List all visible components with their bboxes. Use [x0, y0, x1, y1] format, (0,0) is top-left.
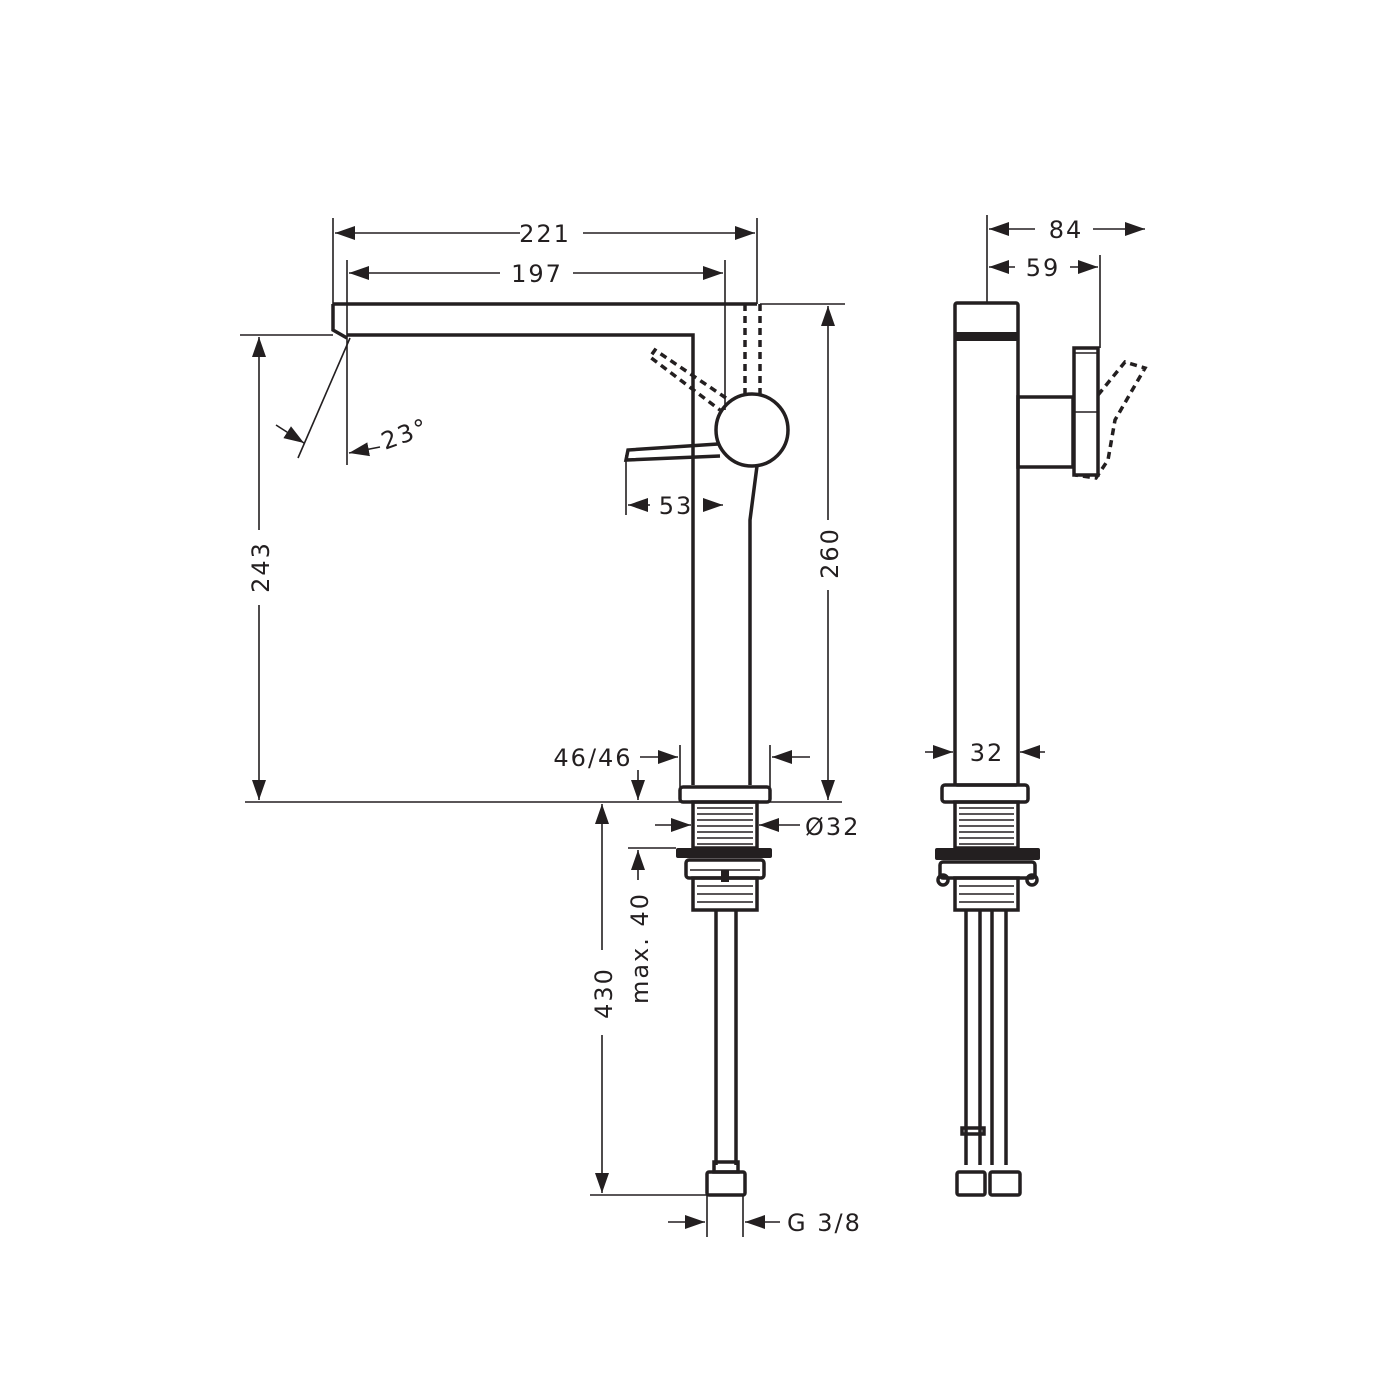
dim-53: 53: [659, 492, 694, 520]
lever-cartridge: [714, 392, 790, 468]
dim-59: 59: [1026, 254, 1061, 282]
dim-23-degrees: 23°: [377, 413, 432, 456]
dim-260: 260: [816, 527, 844, 579]
thread-lines: [697, 807, 753, 845]
dim-max-40: max. 40: [626, 892, 654, 1004]
front-view-faucet: [331, 302, 790, 1197]
side-view-dimensions: 84 59 32: [925, 215, 1145, 767]
dim-430: 430: [590, 967, 618, 1019]
dim-197: 197: [511, 260, 563, 288]
dim-221: 221: [519, 220, 571, 248]
dim-46-46: 46/46: [553, 744, 632, 772]
dim-243: 243: [247, 541, 275, 593]
dim-g-3-8: G 3/8: [787, 1209, 862, 1237]
side-view-faucet: [935, 301, 1148, 1197]
dim-shank-32: Ø32: [805, 813, 860, 841]
dim-side-32: 32: [970, 739, 1005, 767]
front-view-dimensions: 221 197 260 243 23° 53 46/46 Ø32 max. 40…: [240, 218, 862, 1237]
dim-84: 84: [1049, 216, 1084, 244]
